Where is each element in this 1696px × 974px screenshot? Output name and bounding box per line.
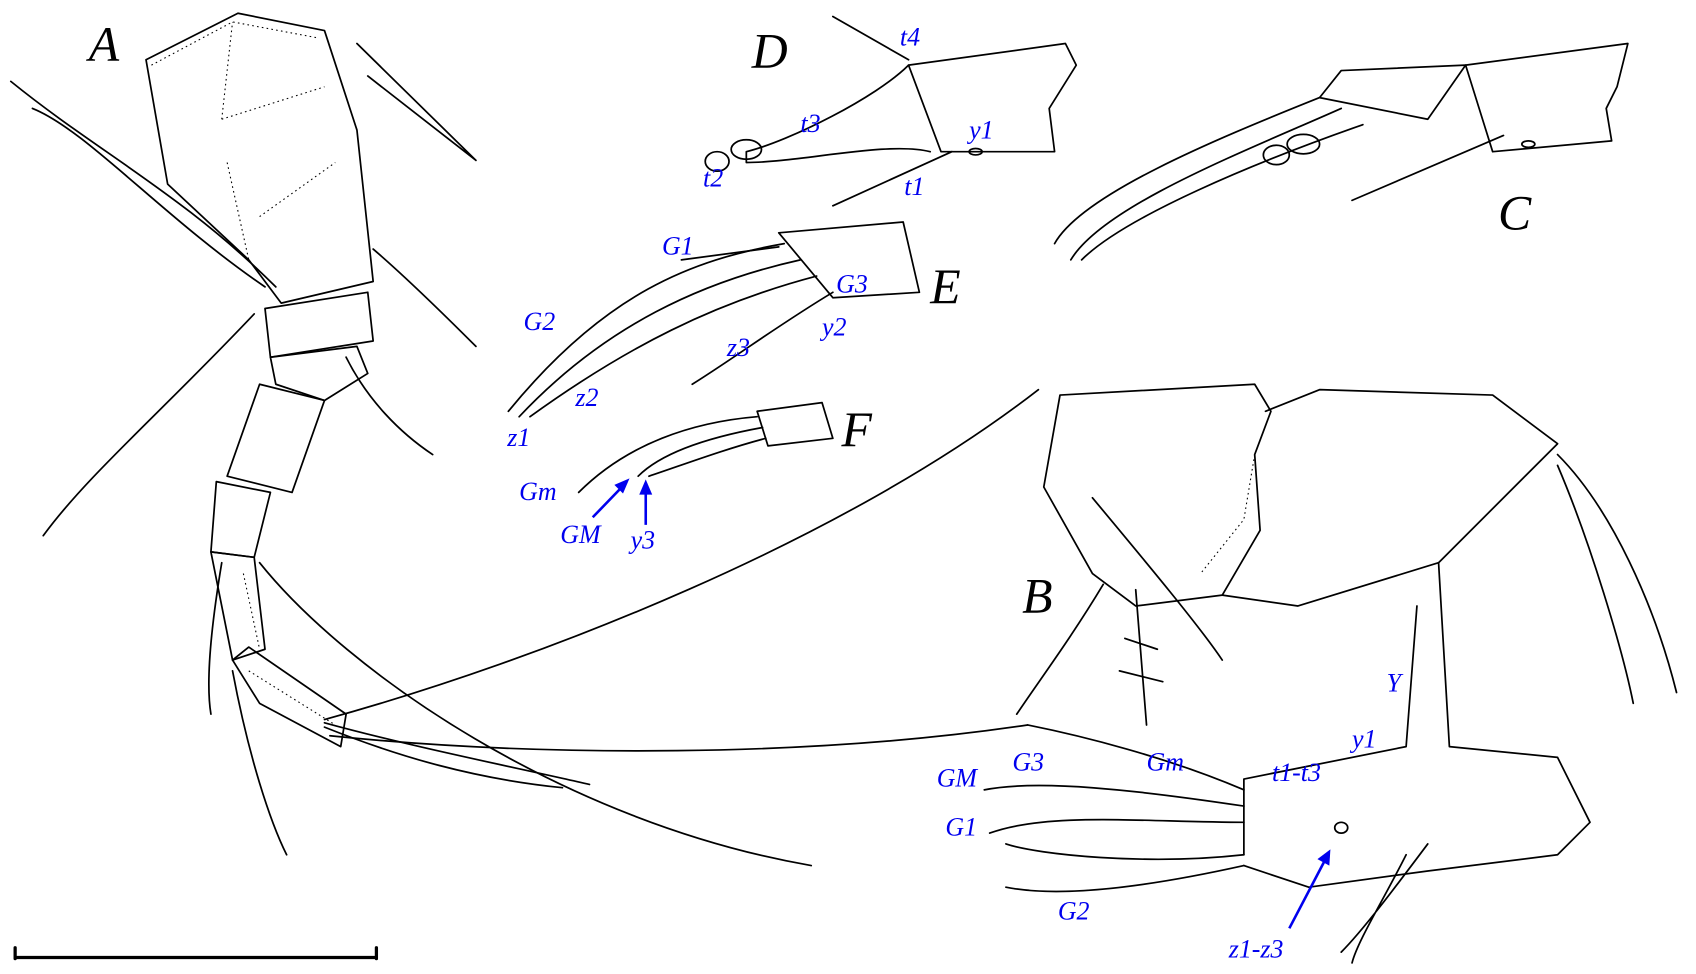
panel-c-drawing [1053, 42, 1629, 261]
label-d-t4: t4 [900, 23, 920, 52]
label-e-g1: G1 [662, 231, 694, 260]
label-b-z1-z3: z1-z3 [1228, 935, 1284, 964]
label-e-y2: y2 [819, 313, 847, 342]
panel-e-drawing [507, 221, 921, 418]
label-f-gm-small: Gm [519, 477, 556, 506]
panel-f-drawing [577, 401, 834, 494]
label-b-y1: y1 [1349, 725, 1376, 754]
label-arrows [591, 478, 1331, 929]
panel-label-a: A [86, 17, 120, 72]
label-e-g2: G2 [524, 307, 556, 336]
panel-label-e: E [929, 259, 960, 314]
label-e-z2: z2 [574, 383, 598, 412]
label-d-t1: t1 [904, 172, 924, 201]
scale-bar [13, 946, 379, 961]
label-f-gm-large: GM [560, 520, 602, 549]
label-d-t3: t3 [800, 109, 820, 138]
label-e-z1: z1 [506, 423, 530, 452]
label-d-y1: y1 [966, 116, 993, 145]
label-b-g2: G2 [1058, 897, 1090, 926]
panel-d-drawing [704, 15, 1078, 207]
label-d-t2: t2 [703, 163, 723, 192]
label-e-g3: G3 [836, 269, 868, 298]
label-e-z3: z3 [726, 333, 750, 362]
label-b-gm-small: Gm [1147, 747, 1184, 776]
panel-label-b: B [1022, 568, 1052, 623]
panel-label-d: D [751, 23, 788, 78]
label-b-g3: G3 [1012, 747, 1044, 776]
label-b-g1: G1 [945, 812, 977, 841]
panel-label-c: C [1498, 186, 1532, 241]
label-b-gm-large: GM [937, 764, 979, 793]
label-f-y3: y3 [628, 526, 656, 555]
panel-label-f: F [841, 402, 873, 457]
panel-a-drawing [9, 12, 1040, 867]
panel-b-drawing [983, 383, 1678, 964]
label-b-t1-t3: t1-t3 [1272, 758, 1321, 787]
label-b-Y: Y [1387, 668, 1404, 697]
